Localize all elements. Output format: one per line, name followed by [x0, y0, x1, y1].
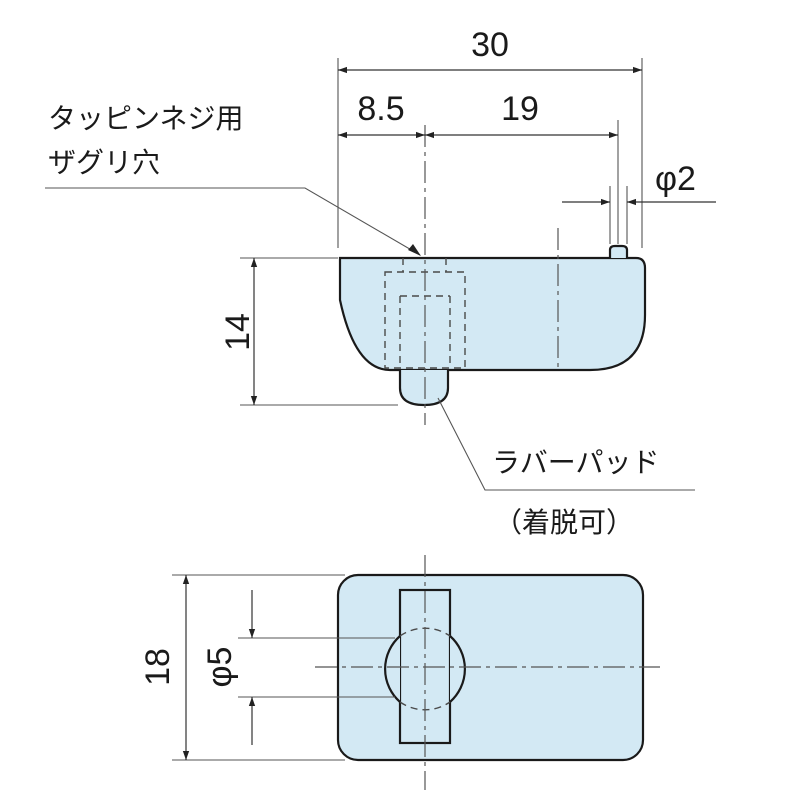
front-view: 30 8.5 19 φ2 14 タッピンネジ用 ザグリ穴 ラバーパッド （着脱可… [45, 26, 716, 539]
pad-circle-right [449, 635, 466, 703]
label-rubber-pad: ラバーパッド [492, 446, 659, 479]
front-body [338, 256, 647, 372]
leader-screw-hole-arrow [408, 244, 421, 256]
dim-height: 14 [219, 313, 257, 351]
dim-pin-diameter: φ2 [655, 160, 696, 198]
leader-screw-hole [45, 187, 421, 256]
dim-pin-spacing: 19 [501, 90, 539, 128]
dim-screw-offset: 8.5 [357, 90, 404, 128]
rubber-pad [398, 370, 450, 407]
dim-depth: 18 [139, 648, 177, 686]
dim-pad-diameter: φ5 [201, 647, 239, 688]
label-removable: （着脱可） [494, 506, 634, 539]
label-screw-hole-line1: タッピンネジ用 [48, 102, 243, 135]
label-screw-hole-line2: ザグリ穴 [48, 146, 160, 179]
locating-pin [608, 244, 629, 258]
top-view: 18 φ5 [139, 555, 660, 790]
leader-rubber-pad [437, 397, 695, 491]
dim-overall-width: 30 [471, 26, 509, 64]
pad-circle-left [384, 635, 401, 703]
